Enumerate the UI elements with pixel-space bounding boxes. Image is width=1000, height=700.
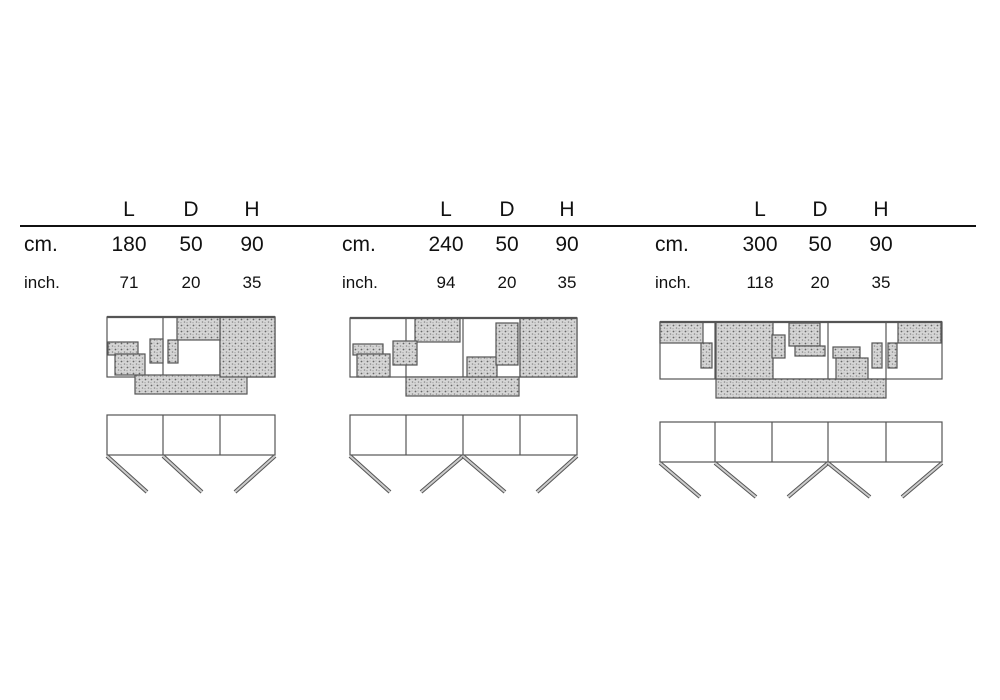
cm-unit-label: cm.: [342, 233, 376, 256]
inch-length-value: 94: [436, 273, 456, 292]
plan-outline: [659, 421, 943, 463]
inch-unit-label: inch.: [655, 273, 691, 292]
cm-depth-value: 50: [179, 233, 203, 256]
inch-unit-label: inch.: [342, 273, 378, 292]
cm-height-value: 90: [240, 233, 264, 256]
column-header-length: L: [123, 198, 135, 221]
stippled-panel: [659, 321, 704, 344]
stippled-base-panel: [405, 376, 520, 397]
inch-depth-value: 20: [497, 273, 517, 292]
stippled-panel: [835, 357, 869, 380]
open-door: [659, 462, 701, 498]
open-door: [234, 455, 276, 493]
column-header-length: L: [440, 198, 452, 221]
stippled-panel: [176, 316, 221, 341]
open-door: [714, 462, 757, 498]
stippled-panel: [356, 353, 391, 378]
stippled-panel: [114, 353, 146, 376]
stippled-panel: [715, 321, 774, 380]
stippled-panel: [771, 334, 786, 359]
open-door: [420, 455, 464, 493]
cm-depth-value: 50: [808, 233, 832, 256]
open-door: [106, 455, 148, 493]
stippled-panel: [788, 322, 821, 347]
cm-unit-label: cm.: [655, 233, 689, 256]
stippled-panel: [392, 340, 418, 366]
stippled-panel: [107, 341, 139, 356]
open-door: [787, 462, 829, 498]
stippled-panel: [700, 342, 713, 369]
inch-unit-label: inch.: [24, 273, 60, 292]
cm-height-value: 90: [869, 233, 893, 256]
stippled-base-panel: [715, 378, 887, 399]
stippled-panel: [219, 316, 276, 378]
inch-depth-value: 20: [181, 273, 201, 292]
column-header-height: H: [244, 198, 260, 221]
inch-height-value: 35: [242, 273, 262, 292]
stippled-panel: [519, 317, 578, 378]
cm-unit-label: cm.: [24, 233, 58, 256]
column-header-height: H: [559, 198, 575, 221]
inch-height-value: 35: [871, 273, 891, 292]
open-door: [536, 455, 578, 493]
cm-depth-value: 50: [495, 233, 519, 256]
inch-height-value: 35: [557, 273, 577, 292]
inch-length-value: 71: [119, 273, 139, 292]
inch-depth-value: 20: [810, 273, 830, 292]
stippled-panel: [897, 321, 942, 344]
open-door: [162, 455, 203, 493]
stippled-panel: [149, 338, 164, 364]
inch-length-value: 118: [746, 273, 774, 292]
plan-outline: [106, 414, 276, 456]
stippled-panel: [167, 339, 179, 364]
open-door: [827, 462, 871, 498]
stippled-panel: [466, 356, 498, 378]
header-rule: [20, 225, 976, 227]
stippled-base-panel: [134, 374, 248, 395]
column-header-height: H: [873, 198, 889, 221]
column-header-length: L: [754, 198, 766, 221]
open-door: [462, 455, 506, 493]
column-header-depth: D: [183, 198, 199, 221]
stippled-panel: [495, 322, 519, 366]
cm-height-value: 90: [555, 233, 579, 256]
column-header-depth: D: [812, 198, 828, 221]
stippled-panel: [887, 342, 898, 369]
open-door: [349, 455, 391, 493]
stippled-panel: [832, 346, 861, 359]
stippled-panel: [352, 343, 384, 356]
column-header-depth: D: [499, 198, 515, 221]
stippled-panel: [871, 342, 883, 369]
cm-length-value: 180: [111, 233, 147, 256]
open-door: [901, 462, 943, 498]
stippled-panel: [794, 345, 826, 357]
cm-length-value: 300: [742, 233, 778, 256]
stippled-panel: [414, 317, 461, 343]
cm-length-value: 240: [428, 233, 464, 256]
